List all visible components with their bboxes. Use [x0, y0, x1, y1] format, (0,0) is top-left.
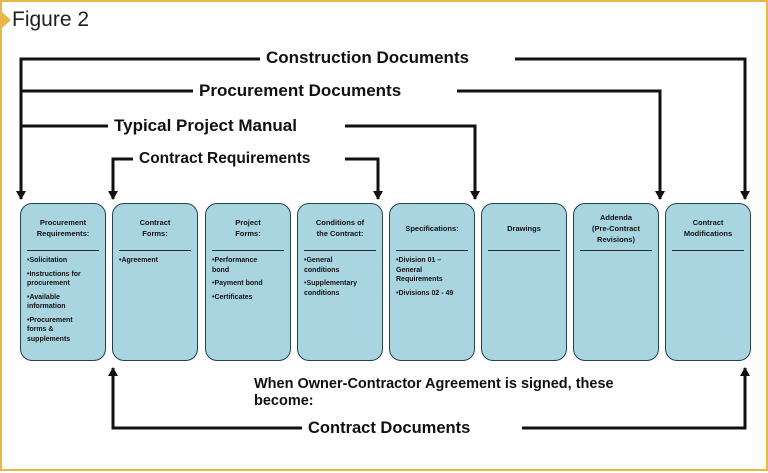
box-divider	[27, 250, 99, 251]
label-contract-requirements: Contract Requirements	[133, 149, 317, 169]
contract-requirements-arrow-right	[345, 157, 383, 200]
label-contract-documents: Contract Documents	[302, 418, 477, 438]
label-construction-documents: Construction Documents	[260, 48, 476, 68]
box-addenda: Addenda (Pre-Contract Revisions)	[573, 203, 659, 361]
box-title: Drawings	[507, 223, 541, 233]
box-item: •Agreement	[119, 257, 159, 264]
box-title: Contract Forms:	[139, 218, 171, 238]
box-divider	[672, 250, 744, 251]
box-item: •Available information	[27, 293, 66, 311]
figure-label: Figure 2	[1, 8, 90, 31]
box-title: Addenda (Pre-Contract Revisions)	[592, 212, 640, 244]
box-contract-forms: Contract Forms: •Agreement	[112, 203, 198, 361]
box-procurement-requirements: Procurement Requirements: •Solicitation …	[20, 203, 106, 361]
box-item: •Solicitation	[27, 257, 68, 264]
box-item: •Supplementary conditions	[304, 280, 358, 297]
box-divider	[580, 250, 652, 251]
box-title: Specifications:	[405, 223, 459, 233]
label-procurement-documents: Procurement Documents	[193, 81, 408, 101]
construction-documents-arrow-left	[16, 57, 262, 200]
box-title: Conditions of the Contract:	[315, 218, 365, 238]
box-title: Contract Modifications	[683, 218, 733, 238]
box-contract-modifications: Contract Modifications	[665, 203, 751, 361]
box-items: •Agreement	[113, 251, 197, 266]
box-item: •Instructions for procurement	[27, 270, 81, 288]
contract-requirements-arrow-left	[108, 157, 134, 200]
project-manual-arrow-right	[345, 124, 480, 200]
agreement-caption: When Owner-Contractor Agreement is signe…	[254, 376, 614, 409]
contract-documents-arrow-right	[522, 367, 750, 430]
box-items: •Solicitation •Instructions for procurem…	[21, 251, 105, 344]
box-title: Project Forms:	[235, 218, 261, 238]
box-item: •Performance bond	[212, 257, 258, 274]
box-item: •Procurement forms & supplements	[27, 316, 73, 343]
construction-documents-arrow-right	[515, 57, 750, 200]
box-project-forms: Project Forms: •Performance bond •Paymen…	[205, 203, 291, 361]
box-divider	[212, 250, 284, 251]
box-conditions-of-the-contract: Conditions of the Contract: •General con…	[297, 203, 383, 361]
box-item: •Payment bond	[212, 280, 263, 287]
box-items: •Division 01 – General Requirements •Div…	[390, 251, 474, 298]
box-title: Procurement Requirements:	[36, 218, 90, 238]
box-specifications: Specifications: •Division 01 – General R…	[389, 203, 475, 361]
box-drawings: Drawings	[481, 203, 567, 361]
box-divider	[488, 250, 560, 251]
box-item: •Divisions 02 - 49	[396, 289, 454, 297]
box-item: •General conditions	[304, 257, 340, 274]
box-items: •General conditions •Supplementary condi…	[298, 251, 382, 298]
procurement-documents-arrow-right	[457, 89, 665, 200]
box-divider	[119, 250, 191, 251]
box-item: •Certificates	[212, 293, 253, 301]
box-divider	[396, 250, 468, 251]
box-item: •Division 01 – General Requirements	[396, 257, 443, 283]
box-items: •Performance bond •Payment bond •Certifi…	[206, 251, 290, 302]
contract-documents-arrow-left	[108, 367, 302, 430]
box-divider	[304, 250, 376, 251]
label-typical-project-manual: Typical Project Manual	[108, 116, 303, 136]
